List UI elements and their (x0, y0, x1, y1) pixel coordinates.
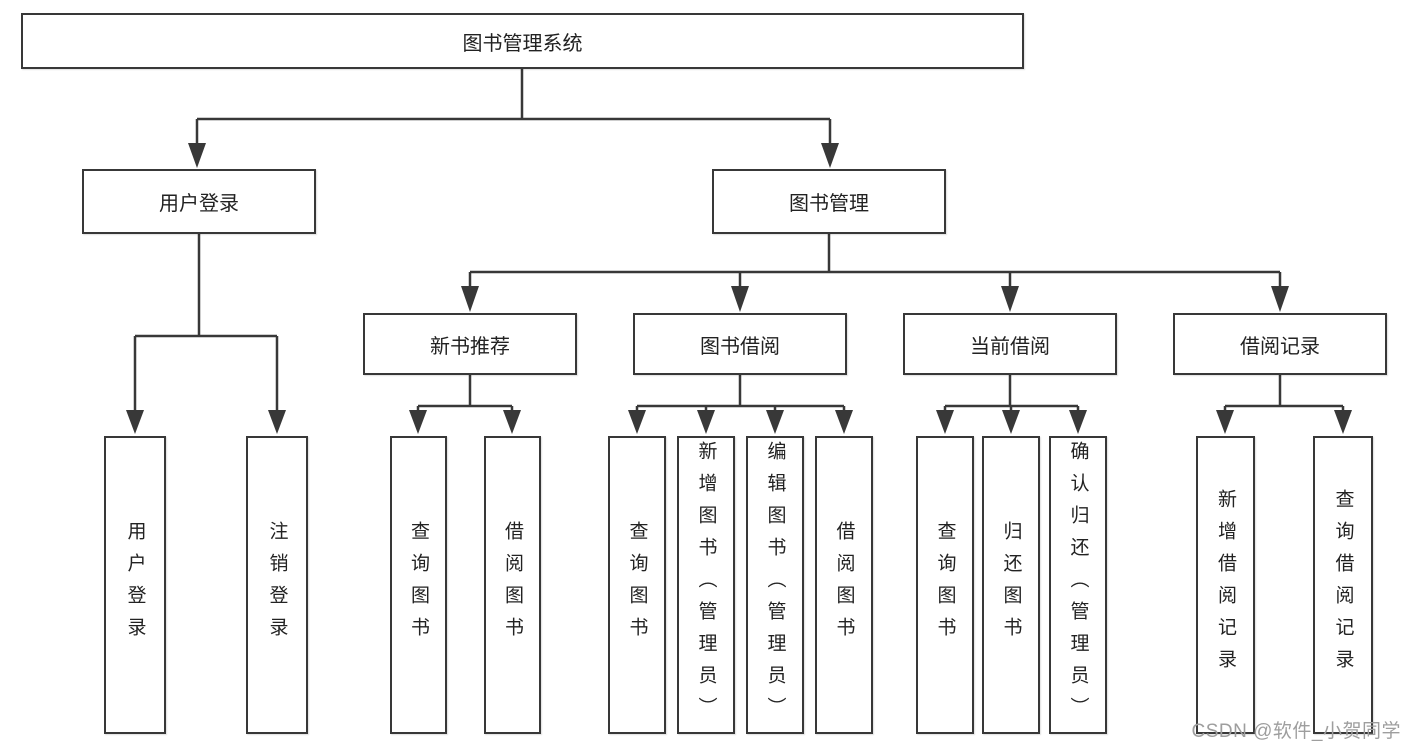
leaf-edit-books-admin: 编辑图书（管理员） (746, 436, 804, 734)
node-borrow-records: 借阅记录 (1173, 313, 1387, 375)
leaf-borrow-books: 借阅图书 (815, 436, 873, 734)
leaf-query-borrow-record: 查询借阅记录 (1313, 436, 1373, 734)
edge-bookmgmt-to-level3 (468, 234, 1282, 287)
node-book-borrow: 图书借阅 (633, 313, 847, 375)
leaf-query-books-borrow: 查询图书 (608, 436, 666, 734)
edge-newbook-to-leaves (416, 375, 514, 412)
node-current-borrow: 当前借阅 (903, 313, 1117, 375)
leaf-confirm-return-admin: 确认归还（管理员） (1049, 436, 1107, 734)
arrowheads (126, 143, 1352, 434)
csdn-watermark: CSDN @软件_小贺同学 (1191, 721, 1401, 742)
node-root: 图书管理系统 (21, 13, 1024, 69)
edge-current-to-leaves (943, 375, 1080, 412)
leaf-query-books-recommend: 查询图书 (390, 436, 447, 734)
leaf-query-books-current: 查询图书 (916, 436, 974, 734)
leaf-add-books-admin: 新增图书（管理员） (677, 436, 735, 734)
edge-userlogin-to-leaves (133, 234, 279, 412)
edge-records-to-leaves (1223, 375, 1345, 412)
node-new-book-recommend: 新书推荐 (363, 313, 577, 375)
leaf-borrow-books-recommend: 借阅图书 (484, 436, 541, 734)
edge-borrow-to-leaves (635, 375, 846, 412)
leaf-logout: 注销登录 (246, 436, 308, 734)
edge-root-to-level2 (195, 69, 832, 145)
node-book-management: 图书管理 (712, 169, 946, 234)
leaf-return-books: 归还图书 (982, 436, 1040, 734)
leaf-user-login: 用户登录 (104, 436, 166, 734)
node-user-login: 用户登录 (82, 169, 316, 234)
leaf-add-borrow-record: 新增借阅记录 (1196, 436, 1255, 734)
